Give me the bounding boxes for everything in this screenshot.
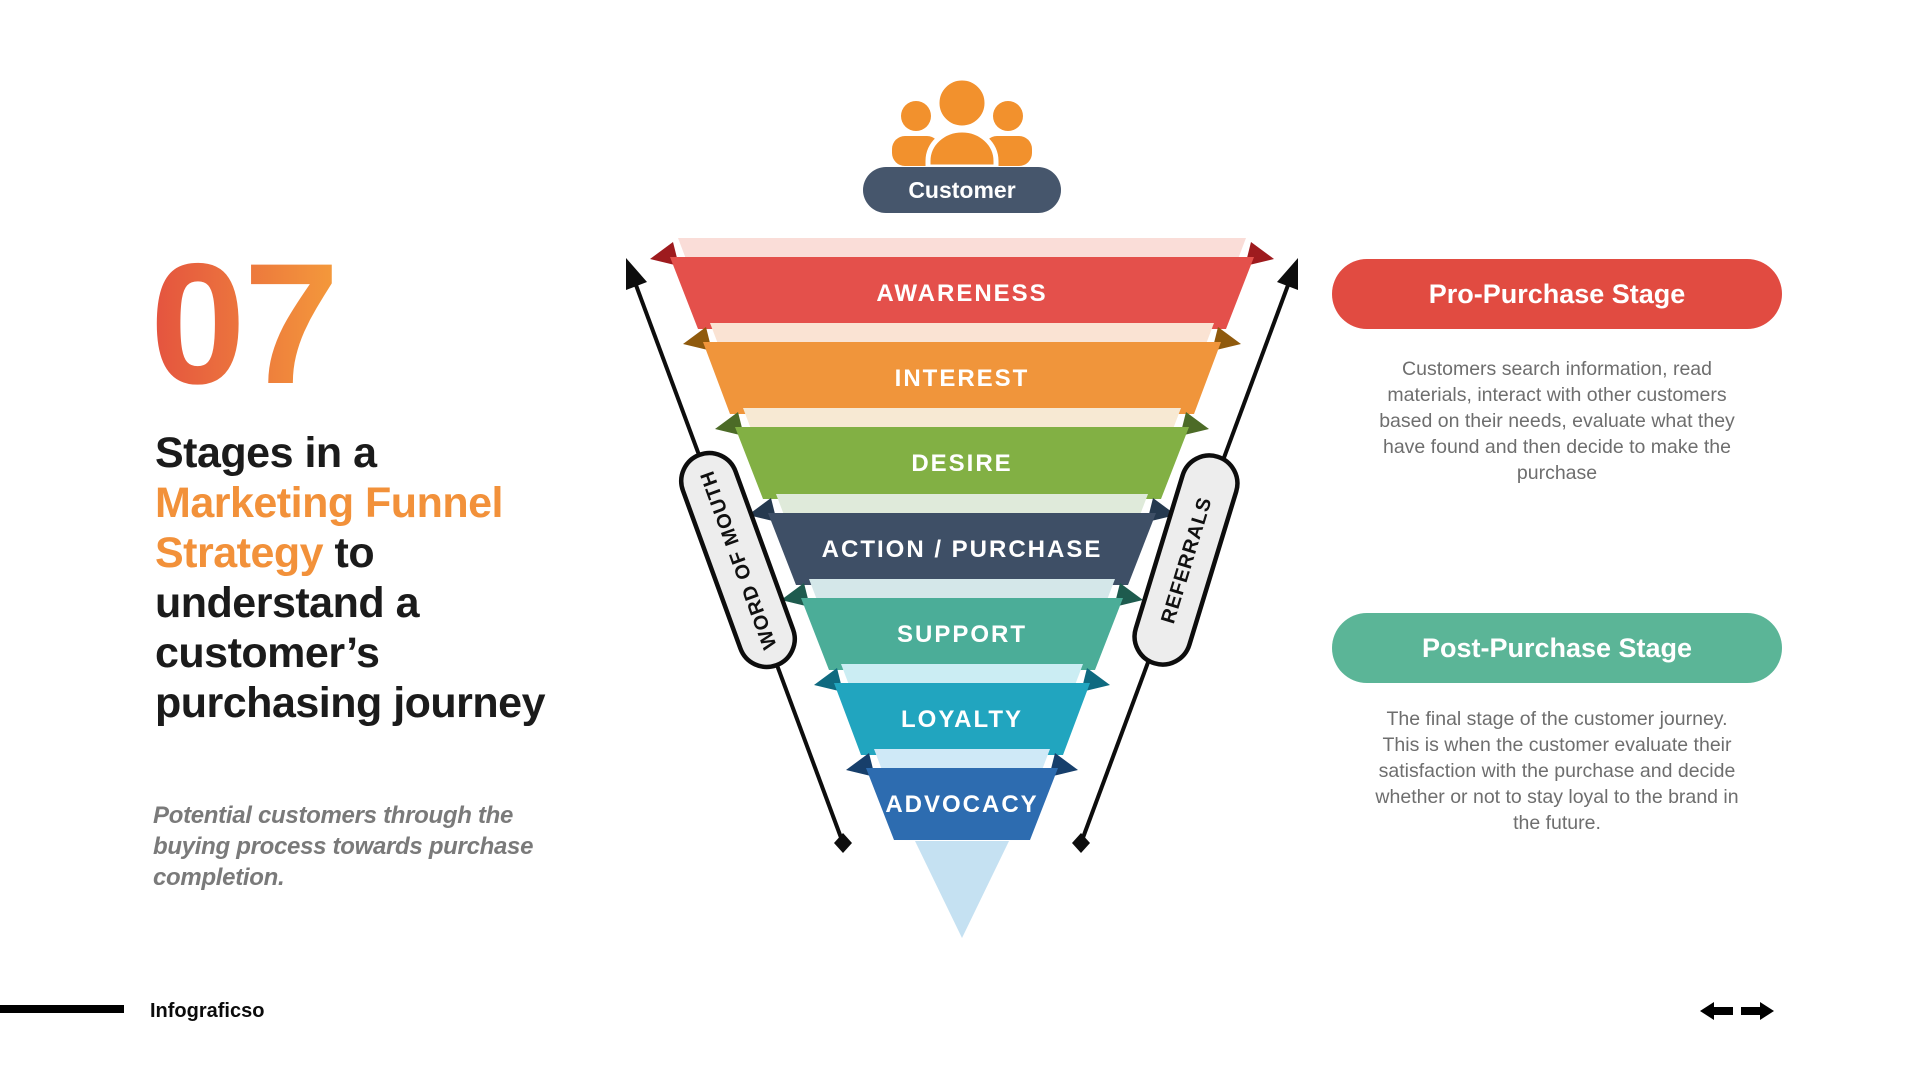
prev-slide-arrow-icon[interactable]: [1700, 1002, 1733, 1020]
funnel-stage-advocacy: ADVOCACY: [846, 749, 1078, 840]
slide-subtitle: Potential customers through the buying p…: [153, 800, 533, 893]
stage-label: AWARENESS: [876, 280, 1047, 307]
stage-band: [768, 513, 1156, 585]
stage-band: [834, 683, 1090, 755]
customer-badge-label: Customer: [908, 176, 1016, 203]
title-line-4: understand a: [155, 579, 420, 627]
stage-label: INTEREST: [895, 365, 1030, 392]
stage-back-strip: [710, 323, 1214, 344]
center-person-body: [925, 127, 999, 170]
footer-accent-bar: [0, 1005, 124, 1013]
stage-back-strip: [841, 664, 1083, 685]
customer-badge: Customer: [863, 167, 1061, 213]
pro-purchase-title: Pro-Purchase Stage: [1428, 278, 1686, 309]
funnel-stage-loyalty: LOYALTY: [814, 664, 1110, 755]
stage-band: [735, 427, 1189, 499]
post-purchase-pill: Post-Purchase Stage: [1332, 613, 1782, 683]
title-line-6: purchasing journey: [155, 679, 546, 727]
arrow-tail-diamond-icon: [834, 833, 852, 853]
next-slide-arrow-icon[interactable]: [1741, 1002, 1774, 1020]
description-line: Customers search information, read: [1402, 358, 1712, 380]
description-line: This is when the customer evaluate their: [1382, 734, 1732, 756]
description-line: materials, interact with other customers: [1387, 384, 1727, 406]
title-line-3: Strategy to: [155, 529, 375, 577]
people-group-icon: [892, 75, 1032, 170]
title-line-2: Marketing Funnel: [155, 479, 503, 527]
subtitle-line: Potential customers through the: [153, 802, 514, 829]
funnel-stage-support: SUPPORT: [781, 579, 1143, 670]
stage-label: SUPPORT: [897, 621, 1027, 648]
arrowhead-icon: [1277, 258, 1298, 290]
description-line: have found and then decide to make the: [1382, 436, 1731, 458]
post-purchase-description: The final stage of the customer journey.…: [1332, 706, 1782, 836]
stage-label: ADVOCACY: [885, 791, 1038, 818]
funnel-stage-awareness: AWARENESS: [650, 238, 1274, 329]
pro-purchase-description: Customers search information, read mater…: [1332, 356, 1782, 486]
post-purchase-title: Post-Purchase Stage: [1421, 632, 1693, 663]
description-line: the future.: [1513, 812, 1601, 834]
funnel-stage-action-purchase: ACTION / PURCHASE: [748, 494, 1176, 585]
description-line: satisfaction with the purchase and decid…: [1378, 760, 1736, 782]
brand-label: Infograficso: [150, 1000, 265, 1022]
stage-band: [801, 598, 1123, 670]
arrow-tail-diamond-icon: [1072, 833, 1090, 853]
stage-band: [866, 768, 1058, 840]
description-line: based on their needs, evaluate what they: [1379, 410, 1735, 432]
funnel-stage-desire: DESIRE: [715, 408, 1209, 499]
stage-label: ACTION / PURCHASE: [822, 536, 1103, 563]
stage-back-strip: [874, 749, 1050, 770]
stage-back-strip: [776, 494, 1148, 515]
stage-back-strip: [809, 579, 1115, 600]
funnel-tip: [915, 841, 1009, 938]
subtitle-line: buying process towards purchase: [153, 833, 534, 860]
title-line-1: Stages in a: [155, 429, 377, 477]
description-line: purchase: [1516, 462, 1598, 484]
subtitle-line: completion.: [153, 864, 285, 891]
stage-number: 07: [150, 228, 339, 420]
side-person-head: [993, 101, 1023, 131]
title-line-5: customer’s: [155, 629, 380, 677]
stage-band: [670, 257, 1254, 329]
stage-back-strip: [678, 238, 1246, 259]
slide-nav: [1700, 1002, 1774, 1020]
pro-purchase-pill: Pro-Purchase Stage: [1332, 259, 1782, 329]
stage-label: DESIRE: [911, 450, 1012, 477]
side-person-head: [901, 101, 931, 131]
description-line: whether or not to stay loyal to the bran…: [1375, 786, 1739, 808]
stage-band: [703, 342, 1221, 414]
page-title: Stages in a Marketing Funnel Strategy to…: [155, 428, 615, 728]
description-line: The final stage of the customer journey.: [1386, 708, 1728, 730]
center-person-head: [934, 75, 990, 131]
funnel-stage-interest: INTEREST: [683, 323, 1241, 414]
stage-label: LOYALTY: [901, 706, 1023, 733]
arrowhead-icon: [626, 258, 647, 290]
stage-back-strip: [743, 408, 1181, 429]
